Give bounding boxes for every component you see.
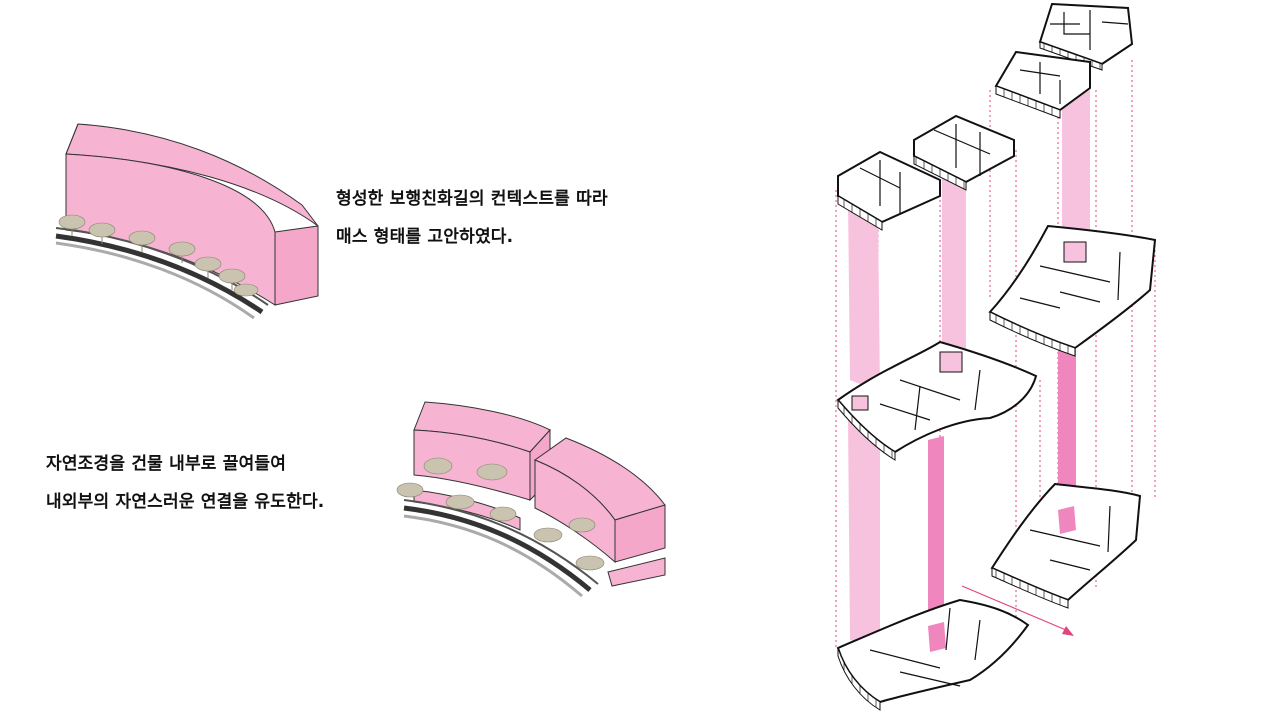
caption-line: 자연조경을 건물 내부로 끌여들여 xyxy=(46,454,287,474)
caption-context-mass: 형성한 보행친화길의 컨텍스트를 따라 매스 형태를 고안하였다. xyxy=(336,180,608,256)
floor-plate-upper xyxy=(994,50,1091,119)
exploded-axonometric xyxy=(835,2,1157,711)
caption-line: 매스 형태를 고안하였다. xyxy=(336,227,514,247)
floor-plate-tower-a xyxy=(837,150,941,231)
floor-plate-lower-right xyxy=(990,482,1142,609)
caption-landscape-connection: 자연조경을 건물 내부로 끌여들여 내외부의 자연스러운 연결을 유도한다. xyxy=(46,445,324,521)
void-shafts xyxy=(848,90,1090,648)
mass-diagram-single xyxy=(55,123,319,320)
mass-diagram-split xyxy=(396,401,666,598)
floor-plate-mid-left xyxy=(836,340,1038,461)
mass-end-face xyxy=(274,225,319,306)
street-band xyxy=(55,233,264,315)
caption-line: 내외부의 자연스러운 연결을 유도한다. xyxy=(46,492,325,512)
tree-row xyxy=(396,457,605,571)
floor-plate-top-right xyxy=(1038,2,1134,71)
floor-plate-mid-right xyxy=(988,224,1157,357)
caption-line: 형성한 보행친화길의 컨텍스트를 따라 xyxy=(336,189,608,209)
tree-row xyxy=(58,214,259,297)
floor-plate-tower-b xyxy=(913,114,1015,191)
direction-arrow xyxy=(961,585,1074,636)
floor-plate-ground xyxy=(836,598,1030,711)
